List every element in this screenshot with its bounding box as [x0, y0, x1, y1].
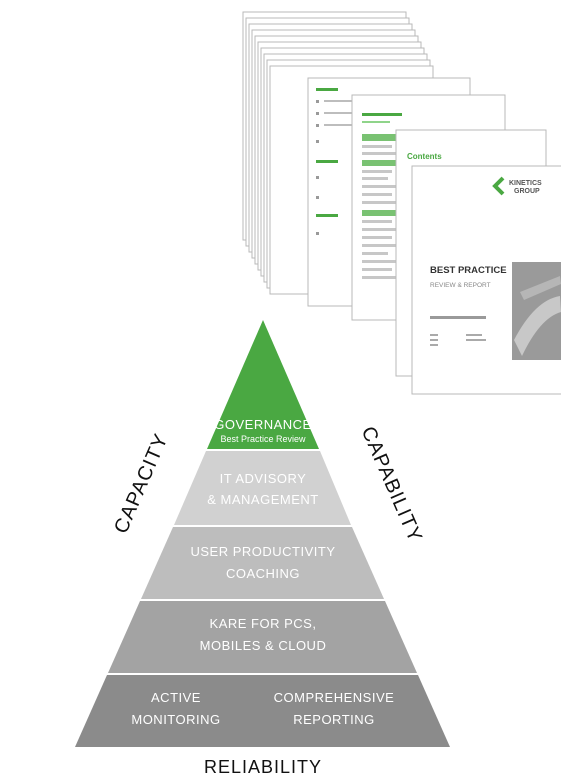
contents-heading: Contents [407, 152, 442, 161]
tier-it-advisory-line1: IT ADVISORY [220, 471, 307, 486]
reliability-label: RELIABILITY [204, 757, 322, 777]
tier-kare-line2: MOBILES & CLOUD [200, 638, 327, 653]
pyramid-tier-kare [108, 601, 417, 673]
logo-text-line1: KINETICS [509, 180, 542, 187]
pyramid: GOVERNANCE Best Practice Review IT ADVIS… [75, 320, 450, 747]
base-right-line2: REPORTING [293, 712, 375, 727]
base-right-line1: COMPREHENSIVE [274, 690, 395, 705]
governance-title: GOVERNANCE [214, 417, 311, 432]
base-left-line1: ACTIVE [151, 690, 201, 705]
cover-page: KINETICS GROUP BEST PRACTICE REVIEW & RE… [411, 165, 561, 395]
pyramid-tier-governance [207, 320, 319, 449]
pyramid-tier-base [75, 675, 450, 747]
governance-subtitle: Best Practice Review [220, 434, 306, 444]
base-left-line2: MONITORING [131, 712, 220, 727]
capacity-label: CAPACITY [110, 430, 173, 536]
tier-it-advisory-line2: & MANAGEMENT [207, 492, 318, 507]
kinetics-logo-icon [492, 176, 505, 196]
logo-text-line2: GROUP [514, 188, 540, 195]
pyramid-tier-user-productivity [141, 527, 384, 599]
tier-user-productivity-line1: USER PRODUCTIVITY [190, 544, 335, 559]
report-document-stack: Contents KINETICS GROUP BEST PRACTICE RE… [242, 11, 561, 395]
pyramid-tier-it-advisory [174, 451, 351, 525]
capability-label: CAPABILITY [357, 423, 427, 546]
cover-title: BEST PRACTICE [430, 265, 507, 276]
tier-kare-line1: KARE FOR PCS, [210, 616, 317, 631]
tier-user-productivity-line2: COACHING [226, 566, 300, 581]
cover-subtitle: REVIEW & REPORT [430, 282, 491, 289]
